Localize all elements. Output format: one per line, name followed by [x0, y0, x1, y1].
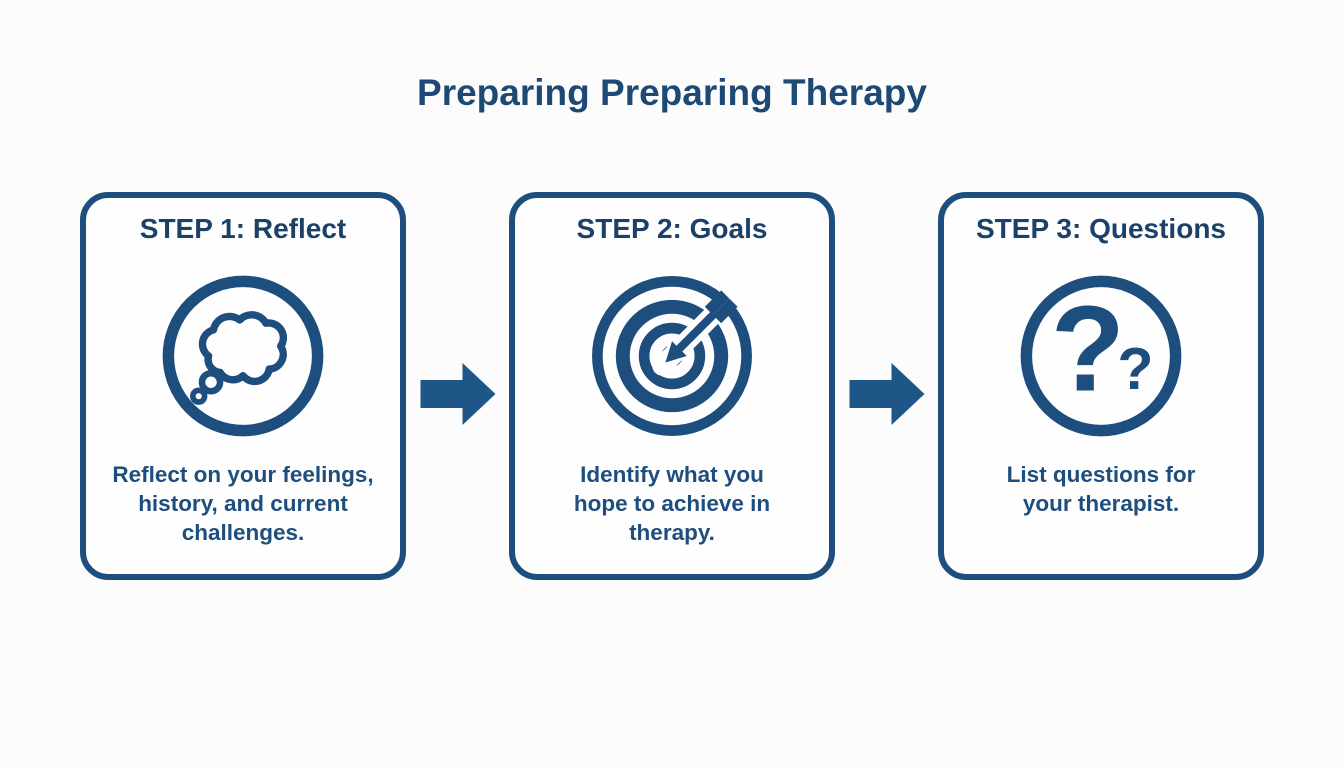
steps-row: STEP 1: Reflect Reflect on your feelings…: [0, 192, 1344, 580]
step-card-reflect: STEP 1: Reflect Reflect on your feelings…: [80, 192, 406, 580]
arrow-right-icon: [406, 363, 509, 425]
arrow-right-icon: [835, 363, 938, 425]
step-card-goals: STEP 2: Goals Identify what you hope to …: [509, 192, 835, 580]
question-marks-icon: ? ?: [1019, 274, 1183, 438]
svg-text:?: ?: [1117, 336, 1153, 402]
step-heading: STEP 3: Questions: [976, 213, 1226, 244]
step-description: Reflect on your feelings, history, and c…: [112, 462, 374, 545]
thought-bubble-icon: [161, 274, 325, 438]
step-description: Identify what you hope to achieve in the…: [573, 462, 771, 545]
target-arrow-icon: [590, 274, 754, 438]
step-heading: STEP 2: Goals: [576, 213, 768, 244]
step-card-questions: STEP 3: Questions ? ? List questions for…: [938, 192, 1264, 580]
step-heading: STEP 1: Reflect: [139, 213, 347, 244]
svg-text:?: ?: [1051, 280, 1125, 416]
step-description: List questions for your therapist.: [1006, 462, 1196, 516]
page-title: Preparing Preparing Therapy: [417, 72, 927, 113]
